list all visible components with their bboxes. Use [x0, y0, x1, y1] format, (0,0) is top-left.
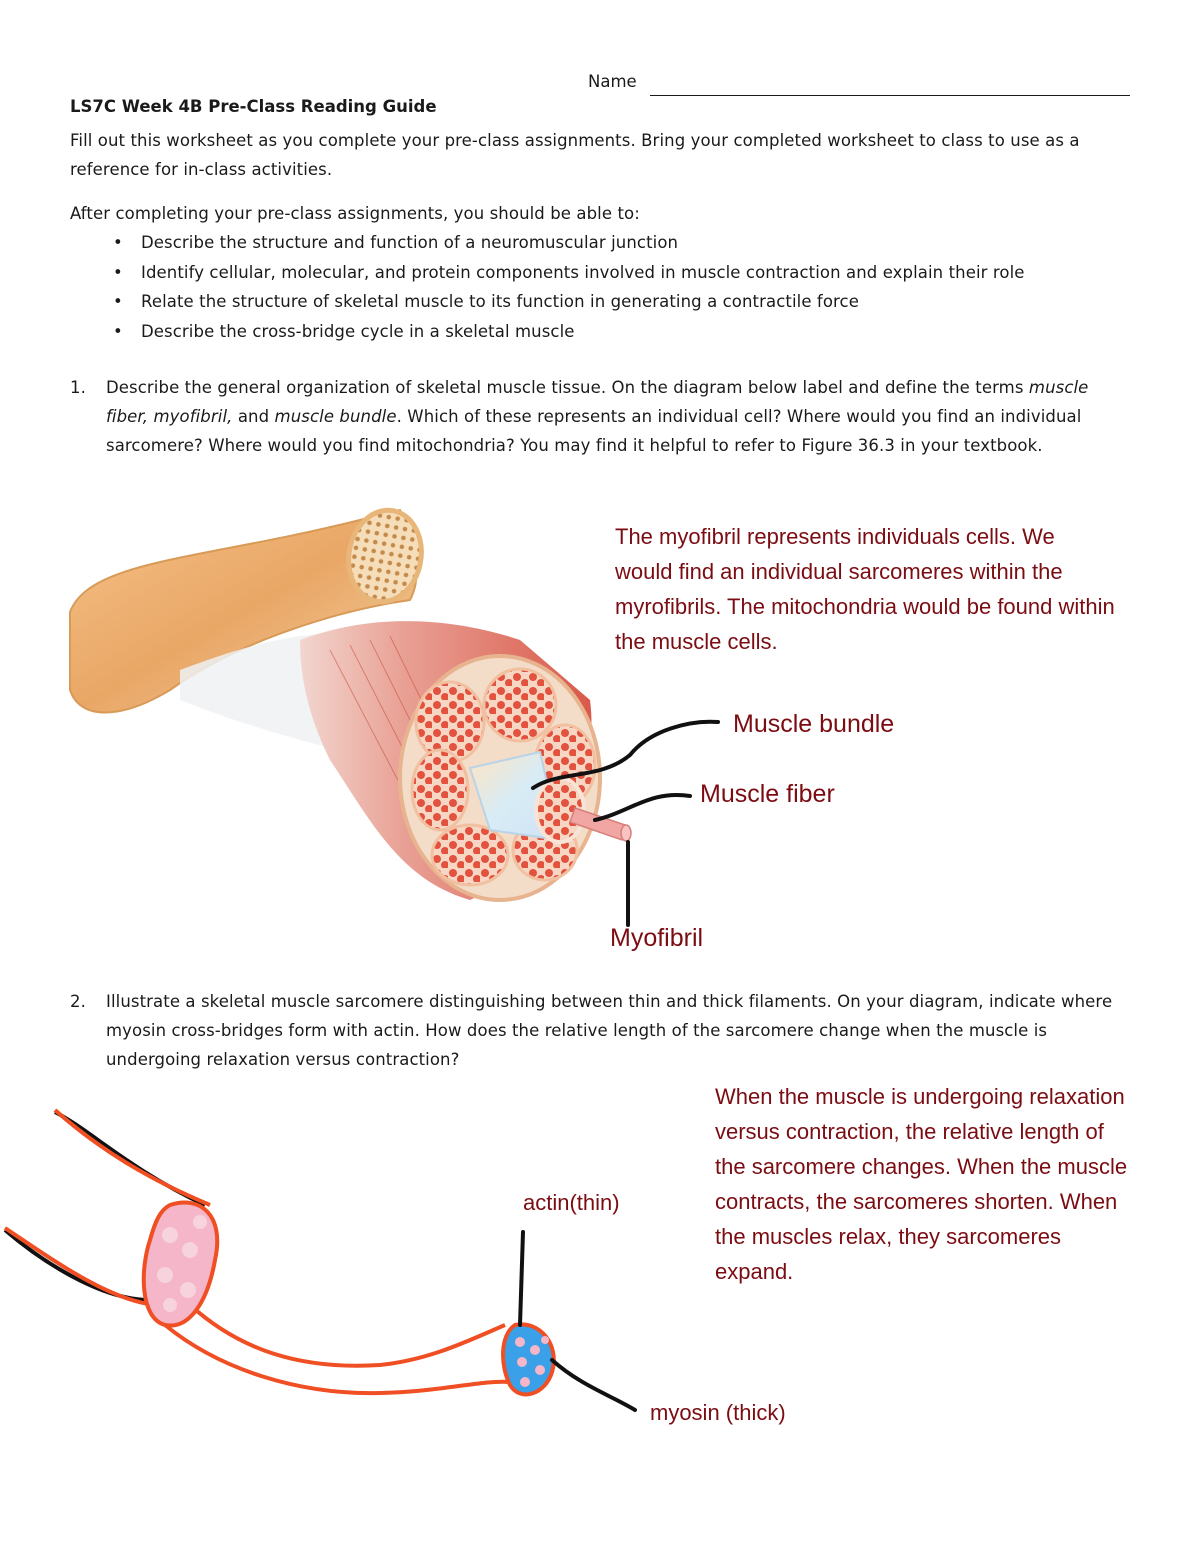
label-actin: actin(thin): [523, 1190, 620, 1215]
label-myosin: myosin (thick): [650, 1400, 786, 1425]
question-number: 1.: [70, 378, 86, 397]
question-number: 2.: [70, 992, 86, 1011]
objective-item: •Identify cellular, molecular, and prote…: [70, 258, 1130, 288]
sarcomere-drawing: [3, 1108, 637, 1412]
objectives-lead: After completing your pre-class assignme…: [70, 204, 640, 223]
label-myofibril: Myofibril: [610, 924, 704, 952]
question-2: 2. Illustrate a skeletal muscle sarcomer…: [70, 987, 1130, 1074]
q1-answer-text: The myofibril represents individuals cel…: [615, 524, 1115, 654]
label-muscle-bundle: Muscle bundle: [733, 710, 895, 738]
worksheet-title: LS7C Week 4B Pre-Class Reading Guide: [70, 97, 437, 116]
muscle-anatomy-illustration: [69, 507, 720, 927]
name-blank-line[interactable]: [650, 95, 1130, 96]
label-muscle-fiber: Muscle fiber: [700, 780, 835, 808]
question-text: Illustrate a skeletal muscle sarcomere d…: [106, 992, 1113, 1069]
question-1: 1. Describe the general organization of …: [70, 373, 1130, 460]
objectives-list: •Describe the structure and function of …: [70, 228, 1130, 346]
intro-paragraph: Fill out this worksheet as you complete …: [70, 131, 1080, 179]
bullet-icon: •: [113, 321, 123, 341]
name-label: Name: [588, 72, 637, 91]
bullet-icon: •: [113, 292, 123, 311]
objective-item: •Describe the structure and function of …: [70, 228, 1130, 258]
question-text: Describe the general organization of ske…: [106, 378, 1089, 455]
objective-item: •Describe the cross-bridge cycle in a sk…: [70, 317, 1130, 347]
objective-item: •Relate the structure of skeletal muscle…: [70, 287, 1130, 317]
bullet-icon: •: [113, 233, 123, 252]
bullet-icon: •: [113, 262, 123, 282]
q2-answer-text: When the muscle is undergoing relaxation…: [715, 1084, 1128, 1284]
